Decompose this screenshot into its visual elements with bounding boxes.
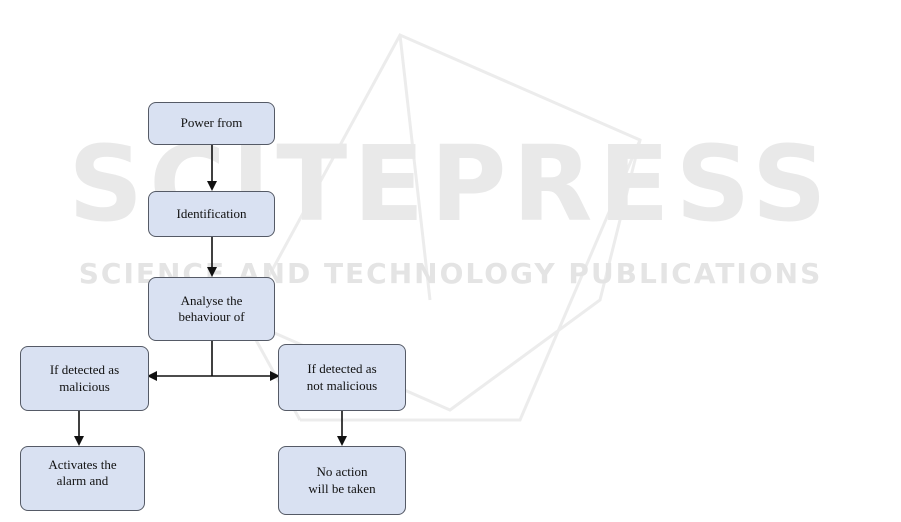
box-detected-not-malicious: If detected as not malicious	[278, 344, 406, 411]
box-detected-not-malicious-label: If detected as not malicious	[307, 361, 377, 394]
box-analyse-behaviour-label: Analyse the behaviour of	[178, 293, 244, 326]
box-identification: Identification	[148, 191, 275, 237]
box-detected-malicious: If detected as malicious	[20, 346, 149, 411]
box-no-action-label: No action will be taken	[308, 464, 375, 497]
box-no-action: No action will be taken	[278, 446, 406, 515]
box-activates-alarm: Activates the alarm and	[20, 446, 145, 511]
box-identification-label: Identification	[176, 206, 246, 222]
box-activates-alarm-label: Activates the alarm and	[48, 457, 116, 490]
box-analyse-behaviour: Analyse the behaviour of	[148, 277, 275, 341]
box-power-from-label: Power from	[181, 115, 243, 131]
box-detected-malicious-label: If detected as malicious	[50, 362, 119, 395]
box-power-from: Power from	[148, 102, 275, 145]
